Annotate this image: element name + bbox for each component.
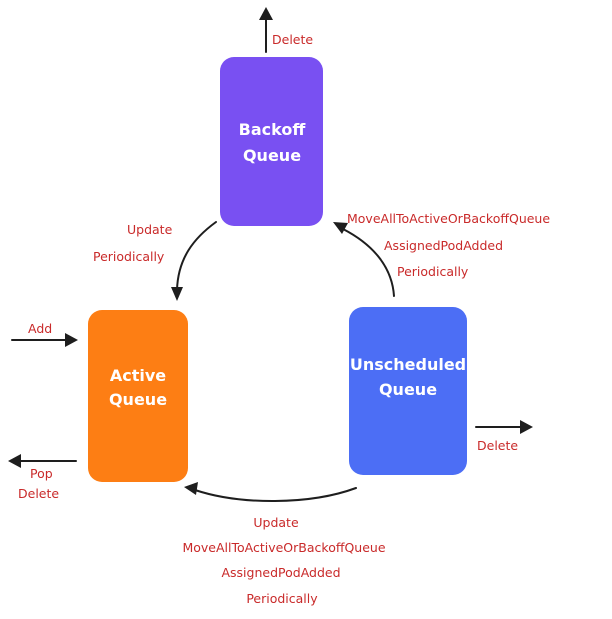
backoff-queue-label-line1: Backoff [239, 120, 307, 139]
edge-unscheduled-to-active-arrowhead [184, 482, 198, 495]
edge-active-out-label-line1: Pop [30, 466, 53, 481]
edge-backoff-delete: Delete [259, 7, 313, 53]
edge-unscheduled-to-backoff-label-line2: AssignedPodAdded [384, 238, 503, 253]
active-queue-label-line2: Queue [109, 390, 167, 409]
unscheduled-queue-label-line2: Queue [379, 380, 437, 399]
active-queue-box [88, 310, 188, 482]
backoff-queue-box [220, 57, 323, 226]
edge-backoff-to-active-line [176, 221, 217, 291]
unscheduled-queue-label-line1: Unscheduled [350, 355, 466, 374]
edge-backoff-delete-label: Delete [272, 32, 313, 47]
edge-unscheduled-to-active-label-line3: AssignedPodAdded [221, 565, 340, 580]
edge-add-to-active: Add [11, 321, 78, 347]
edge-active-out-arrowhead [8, 454, 21, 468]
edge-unscheduled-to-backoff-label-line3: Periodically [397, 264, 469, 279]
edge-unscheduled-to-active-label-line4: Periodically [246, 591, 318, 606]
edge-unscheduled-to-active-line [194, 487, 357, 502]
edge-active-out-label-line2: Delete [18, 486, 59, 501]
unscheduled-queue-box [349, 307, 467, 475]
edge-unscheduled-delete: Delete [475, 420, 533, 453]
edge-backoff-to-active-label-line2: Periodically [93, 249, 165, 264]
edge-backoff-delete-arrowhead [259, 7, 273, 20]
edge-unscheduled-to-backoff: MoveAllToActiveOrBackoffQueue AssignedPo… [333, 211, 550, 297]
edge-backoff-to-active-arrowhead [171, 287, 183, 301]
active-queue-node[interactable]: Active Queue [88, 310, 188, 482]
unscheduled-queue-node[interactable]: Unscheduled Queue [349, 307, 467, 475]
edge-unscheduled-to-active-label-line2: MoveAllToActiveOrBackoffQueue [182, 540, 385, 555]
backoff-queue-node[interactable]: Backoff Queue [220, 57, 323, 226]
edge-unscheduled-to-active: Update MoveAllToActiveOrBackoffQueue Ass… [182, 482, 386, 606]
edge-backoff-to-active: Update Periodically [93, 221, 217, 301]
edge-unscheduled-to-active-label-line1: Update [253, 515, 299, 530]
edge-unscheduled-to-backoff-line [342, 228, 395, 297]
edge-unscheduled-to-backoff-arrowhead [333, 222, 348, 234]
edge-active-out: Pop Delete [8, 454, 77, 501]
edge-unscheduled-delete-label: Delete [477, 438, 518, 453]
active-queue-label-line1: Active [110, 366, 166, 385]
edge-add-to-active-arrowhead [65, 333, 78, 347]
edge-add-to-active-label: Add [28, 321, 52, 336]
backoff-queue-label-line2: Queue [243, 146, 301, 165]
edge-unscheduled-to-backoff-label-line1: MoveAllToActiveOrBackoffQueue [347, 211, 550, 226]
edge-backoff-to-active-label-line1: Update [127, 222, 173, 237]
edge-unscheduled-delete-arrowhead [520, 420, 533, 434]
